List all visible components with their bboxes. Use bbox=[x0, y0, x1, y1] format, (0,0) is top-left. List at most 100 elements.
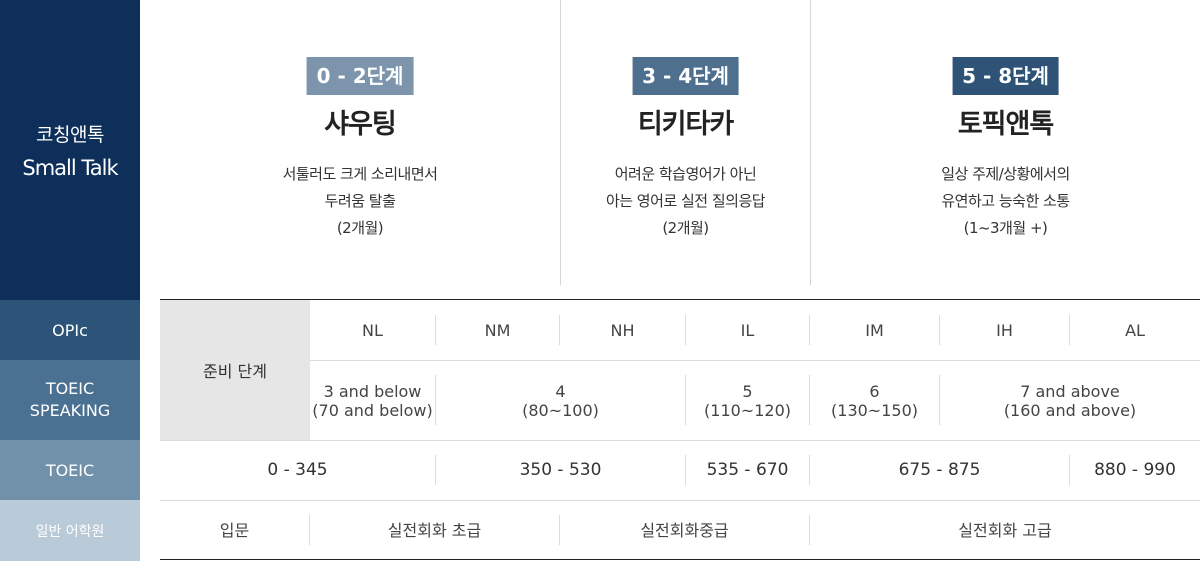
row-header-toeic-speaking-line1: TOEIC bbox=[45, 379, 95, 398]
stage-description-line: 일상 주제/상황에서의 bbox=[941, 165, 1070, 183]
stage-description: 서툴러도 크게 소리내면서 두려움 탈출 (2개월) bbox=[160, 161, 560, 242]
general-level-cell: 실전회화 고급 bbox=[810, 501, 1200, 559]
opic-level: NM bbox=[484, 320, 511, 340]
toeic-speaking-score: (160 and above) bbox=[1003, 400, 1137, 420]
program-name-english: Small Talk bbox=[22, 156, 118, 180]
cell-divider bbox=[939, 315, 940, 345]
opic-level: AL bbox=[1125, 320, 1145, 340]
general-level: 실전회화중급 bbox=[640, 520, 729, 540]
stage-divider bbox=[810, 0, 811, 285]
toeic-speaking-level: 3 and below bbox=[323, 381, 422, 401]
opic-level-cell: NL bbox=[310, 300, 435, 360]
row-header-toeic-speaking: TOEIC SPEAKING bbox=[0, 360, 140, 440]
prep-stage-label: 준비 단계 bbox=[203, 362, 267, 381]
toeic-score-cell: 350 - 530 bbox=[436, 441, 685, 500]
general-level: 실전회화 고급 bbox=[958, 520, 1052, 540]
general-level-cell: 실전회화중급 bbox=[560, 501, 809, 559]
toeic-speaking-cell: 4 (80~100) bbox=[436, 361, 685, 440]
toeic-speaking-score: (130~150) bbox=[831, 400, 918, 420]
sidebar-program-label: 코칭앤톡 Small Talk bbox=[0, 0, 140, 300]
cell-divider bbox=[435, 455, 436, 485]
row-header-toeic-label: TOEIC bbox=[45, 460, 95, 480]
stage-description-line: 어려운 학습영어가 아닌 bbox=[614, 165, 757, 183]
row-header-opic: OPIc bbox=[0, 300, 140, 360]
row-header-general-academy: 일반 어학원 bbox=[0, 500, 140, 561]
stage-description: 어려운 학습영어가 아닌 아는 영어로 실전 질의응답 (2개월) bbox=[561, 161, 810, 242]
prep-stage-cell: 준비 단계 bbox=[160, 300, 310, 440]
stage-description: 일상 주제/상황에서의 유연하고 능숙한 소통 (1~3개월 +) bbox=[811, 161, 1200, 242]
opic-level: NH bbox=[610, 320, 635, 340]
opic-level-cell: IM bbox=[810, 300, 939, 360]
toeic-speaking-score: (80~100) bbox=[522, 400, 599, 420]
cell-divider bbox=[309, 515, 310, 545]
toeic-speaking-cell: 7 and above (160 and above) bbox=[940, 361, 1200, 440]
toeic-score-cell: 880 - 990 bbox=[1070, 441, 1200, 500]
row-divider bbox=[310, 360, 1200, 361]
cell-divider bbox=[809, 515, 810, 545]
stage-badge: 3 - 4단계 bbox=[632, 57, 739, 95]
opic-level-cell: IL bbox=[686, 300, 809, 360]
cell-divider bbox=[435, 315, 436, 345]
cell-divider bbox=[1069, 455, 1070, 485]
toeic-score-range: 0 - 345 bbox=[267, 460, 328, 480]
stage-column-1: 0 - 2단계 샤우팅 서툴러도 크게 소리내면서 두려움 탈출 (2개월) bbox=[160, 0, 560, 290]
row-divider bbox=[160, 500, 1200, 501]
toeic-speaking-cell: 3 and below (70 and below) bbox=[310, 361, 435, 440]
stage-duration: (2개월) bbox=[662, 219, 709, 237]
toeic-score-range: 880 - 990 bbox=[1094, 460, 1176, 480]
row-header-opic-label: OPIc bbox=[52, 320, 88, 340]
opic-level-cell: IH bbox=[940, 300, 1069, 360]
general-level-cell: 실전회화 초급 bbox=[310, 501, 559, 559]
stage-name: 샤우팅 bbox=[324, 109, 397, 140]
cell-divider bbox=[685, 315, 686, 345]
stage-description-line: 아는 영어로 실전 질의응답 bbox=[605, 192, 766, 210]
stage-badge: 5 - 8단계 bbox=[952, 57, 1059, 95]
cell-divider bbox=[559, 315, 560, 345]
cell-divider bbox=[809, 375, 810, 425]
stage-badge: 0 - 2단계 bbox=[306, 57, 414, 95]
toeic-score-cell: 0 - 345 bbox=[160, 441, 435, 500]
toeic-speaking-score: (110~120) bbox=[704, 400, 791, 420]
opic-level: IM bbox=[865, 320, 884, 340]
toeic-speaking-cell: 6 (130~150) bbox=[810, 361, 939, 440]
row-header-general-academy-label: 일반 어학원 bbox=[35, 523, 105, 540]
toeic-score-range: 535 - 670 bbox=[706, 460, 789, 480]
table-top-border bbox=[160, 299, 1200, 300]
opic-level: IL bbox=[740, 320, 755, 340]
general-level: 실전회화 초급 bbox=[387, 520, 482, 540]
opic-level: NL bbox=[362, 320, 383, 340]
row-divider bbox=[160, 440, 1200, 441]
toeic-score-cell: 675 - 875 bbox=[810, 441, 1069, 500]
stage-column-2: 3 - 4단계 티키타카 어려운 학습영어가 아닌 아는 영어로 실전 질의응답… bbox=[561, 0, 810, 290]
program-name-korean: 코칭앤톡 bbox=[36, 124, 104, 146]
toeic-speaking-score: (70 and below) bbox=[312, 400, 433, 420]
table-bottom-border bbox=[160, 559, 1200, 560]
opic-level-cell: NM bbox=[436, 300, 559, 360]
toeic-speaking-level: 7 and above bbox=[1020, 381, 1120, 401]
stage-name: 티키타카 bbox=[637, 109, 734, 140]
toeic-speaking-level: 6 bbox=[869, 381, 880, 401]
opic-level-cell: NH bbox=[560, 300, 685, 360]
cell-divider bbox=[559, 515, 560, 545]
toeic-score-cell: 535 - 670 bbox=[686, 441, 809, 500]
stage-description-line: 두려움 탈출 bbox=[324, 192, 396, 210]
cell-divider bbox=[939, 375, 940, 425]
toeic-speaking-level: 5 bbox=[742, 381, 753, 401]
cell-divider bbox=[685, 375, 686, 425]
cell-divider bbox=[1069, 315, 1070, 345]
stage-duration: (1~3개월 +) bbox=[963, 219, 1048, 237]
stage-divider bbox=[560, 0, 561, 285]
opic-level: IH bbox=[996, 320, 1013, 340]
toeic-score-range: 675 - 875 bbox=[898, 460, 981, 480]
toeic-score-range: 350 - 530 bbox=[519, 460, 602, 480]
general-level: 입문 bbox=[219, 520, 250, 540]
stage-column-3: 5 - 8단계 토픽앤톡 일상 주제/상황에서의 유연하고 능숙한 소통 (1~… bbox=[811, 0, 1200, 290]
row-header-toeic: TOEIC bbox=[0, 440, 140, 500]
row-header-toeic-speaking-line2: SPEAKING bbox=[29, 401, 111, 420]
stage-description-line: 유연하고 능숙한 소통 bbox=[941, 192, 1070, 210]
cell-divider bbox=[809, 455, 810, 485]
cell-divider bbox=[685, 455, 686, 485]
stage-description-line: 서툴러도 크게 소리내면서 bbox=[282, 165, 438, 183]
general-level-cell: 입문 bbox=[160, 501, 309, 559]
opic-level-cell: AL bbox=[1070, 300, 1200, 360]
